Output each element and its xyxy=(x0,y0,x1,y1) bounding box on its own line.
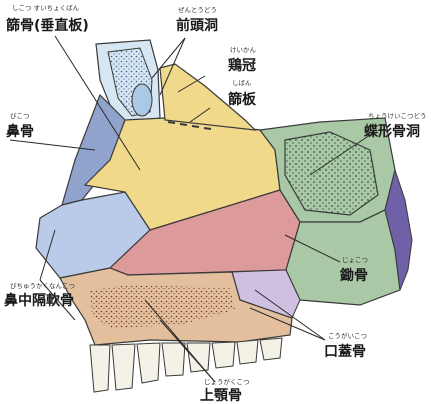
svg-text:ちょうけいこつどう: ちょうけいこつどう xyxy=(368,112,427,120)
svg-text:鋤骨: 鋤骨 xyxy=(340,267,368,284)
label-maxilla: じょうがくこつ 上顎骨 xyxy=(200,377,250,404)
label-vomer: じょこつ 鋤骨 xyxy=(340,256,368,284)
svg-text:鼻骨: 鼻骨 xyxy=(6,123,34,140)
svg-text:ぜんとうどう: ぜんとうどう xyxy=(178,6,217,14)
svg-text:上顎骨: 上顎骨 xyxy=(200,387,242,404)
svg-text:じょこつ: じょこつ xyxy=(342,256,368,264)
svg-text:じょうがくこつ: じょうがくこつ xyxy=(204,377,250,386)
label-frontal-sinus: ぜんとうどう 前頭洞 xyxy=(176,6,218,34)
svg-text:こうがいこつ: こうがいこつ xyxy=(328,331,367,340)
svg-text:しばん: しばん xyxy=(232,78,252,87)
svg-text:篩骨(垂直板): 篩骨(垂直板) xyxy=(6,17,89,34)
svg-text:蝶形骨洞: 蝶形骨洞 xyxy=(364,123,420,140)
label-crista-galli: けいかん 鶏冠 xyxy=(228,46,257,74)
svg-text:鶏冠: 鶏冠 xyxy=(228,57,256,74)
svg-text:口蓋骨: 口蓋骨 xyxy=(324,343,366,360)
label-septal-cartilage: びちゅうかくなんこつ 鼻中隔軟骨 xyxy=(4,282,75,309)
label-nasal-bone: びこつ 鼻骨 xyxy=(6,112,34,140)
svg-text:鼻中隔軟骨: 鼻中隔軟骨 xyxy=(4,292,74,309)
label-palatine-bone: こうがいこつ 口蓋骨 xyxy=(324,331,367,360)
svg-text:けいかん: けいかん xyxy=(230,46,257,54)
frontal-sinus-cavity xyxy=(132,84,152,116)
svg-text:前頭洞: 前頭洞 xyxy=(176,17,218,34)
svg-text:びちゅうかくなんこつ: びちゅうかくなんこつ xyxy=(10,282,75,290)
svg-text:篩板: 篩板 xyxy=(228,91,257,108)
label-cribriform-plate: しばん 篩板 xyxy=(228,78,257,108)
teeth xyxy=(90,338,282,392)
svg-text:しこつ すいちょくばん: しこつ すいちょくばん xyxy=(12,3,80,12)
svg-text:びこつ: びこつ xyxy=(10,112,30,120)
label-ethmoid-plate: しこつ すいちょくばん 篩骨(垂直板) xyxy=(6,3,89,34)
label-sphenoid-sinus: ちょうけいこつどう 蝶形骨洞 xyxy=(364,112,427,140)
